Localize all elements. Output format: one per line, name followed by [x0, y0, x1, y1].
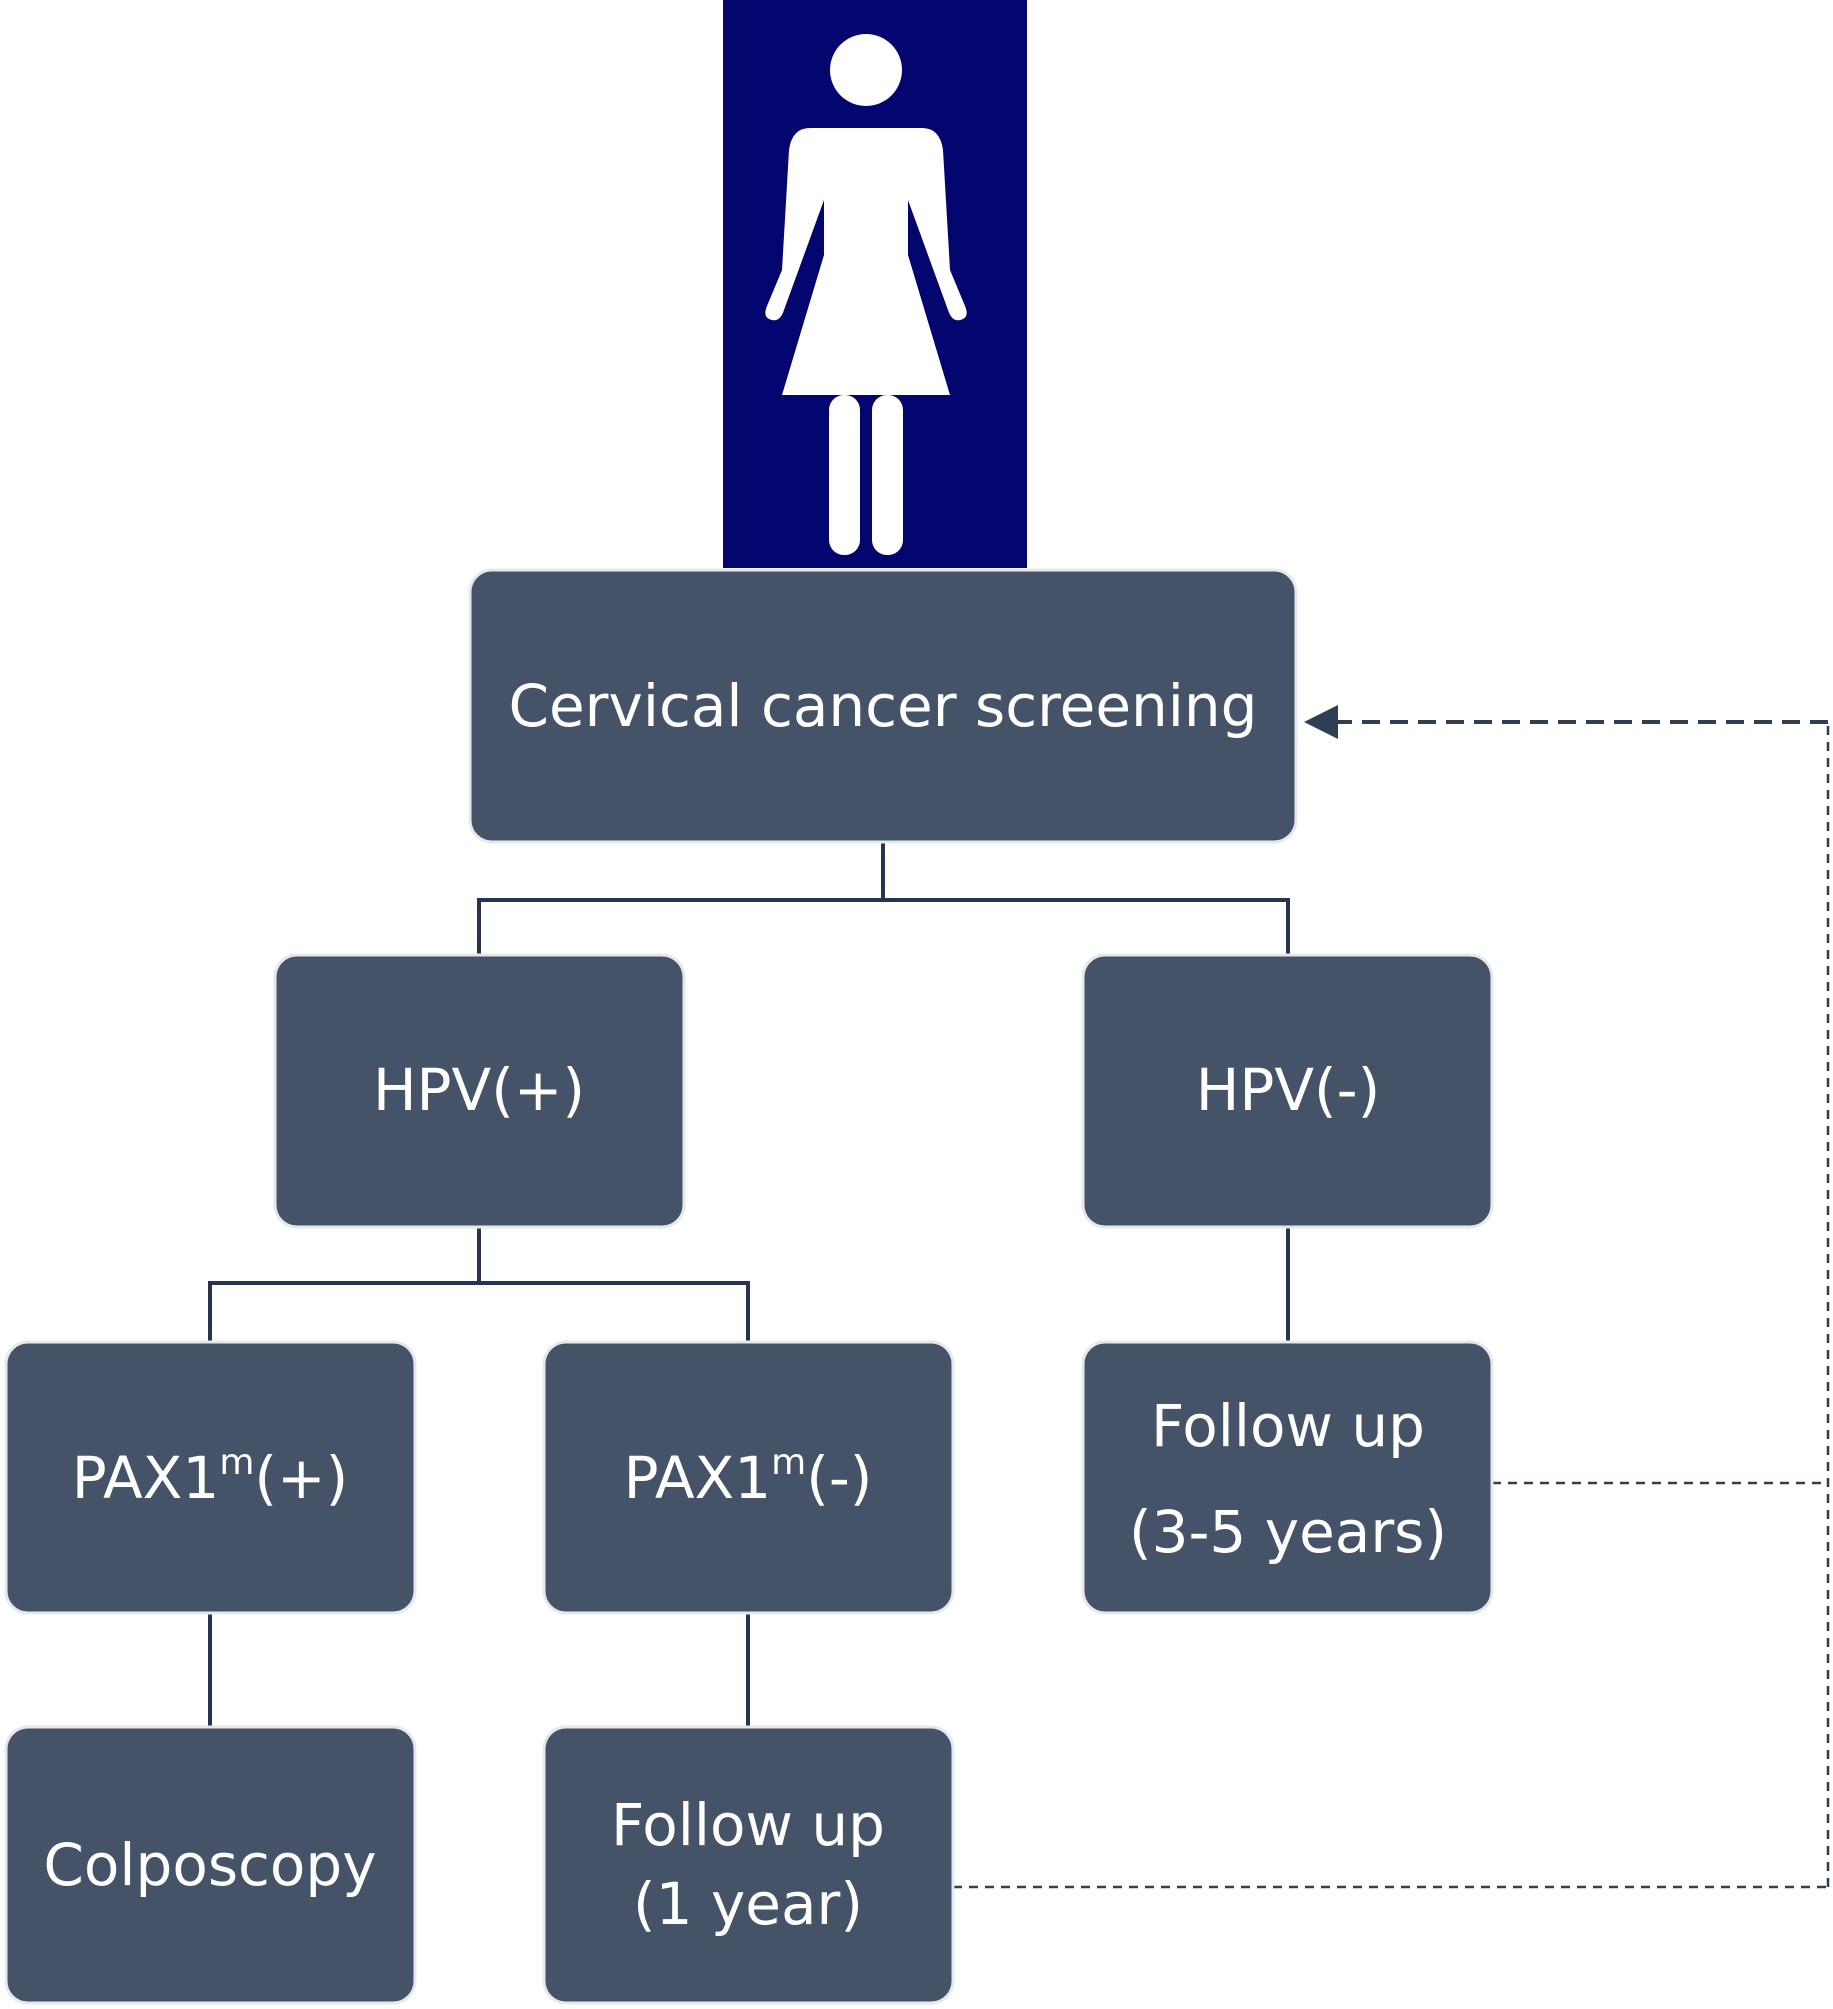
node-hpv-negative: HPV(-)	[1081, 953, 1494, 1229]
node-colposcopy: Colposcopy	[4, 1725, 417, 2005]
woman-figure-panel	[723, 0, 1027, 568]
tree-connectors	[208, 842, 1290, 1727]
node-hpv-positive-label: HPV(+)	[373, 1056, 585, 1124]
node-screening-label: Cervical cancer screening	[509, 672, 1258, 740]
node-colposcopy-label: Colposcopy	[43, 1831, 376, 1899]
feedback-arrow-icon	[1304, 705, 1338, 739]
node-hpv-negative-label: HPV(-)	[1196, 1056, 1380, 1124]
node-pax1-negative: PAX1m(-)	[542, 1340, 955, 1615]
pax1-positive-superscript: m	[219, 1442, 254, 1483]
node-pax1-negative-label: PAX1m(-)	[624, 1442, 873, 1512]
node-followup-long: Follow up (3-5 years)	[1081, 1340, 1494, 1615]
node-followup-long-line1: Follow up	[1151, 1392, 1425, 1460]
node-pax1-positive: PAX1m(+)	[4, 1340, 417, 1615]
node-followup-short: Follow up (1 year)	[542, 1725, 955, 2005]
pax1-positive-suffix: (+)	[254, 1444, 348, 1512]
connector-hpv-pos-to-pax1	[208, 1227, 750, 1342]
connector-screening-to-hpv	[477, 842, 1290, 955]
node-hpv-positive: HPV(+)	[273, 953, 686, 1229]
pax1-negative-suffix: (-)	[806, 1444, 872, 1512]
node-followup-short-line2: (1 year)	[633, 1870, 863, 1938]
pax1-negative-base: PAX1	[624, 1444, 772, 1512]
node-followup-short-line1: Follow up	[611, 1791, 885, 1859]
node-screening: Cervical cancer screening	[468, 568, 1298, 844]
node-pax1-positive-label: PAX1m(+)	[72, 1442, 349, 1512]
pax1-negative-superscript: m	[771, 1442, 806, 1483]
node-followup-long-line2: (3-5 years)	[1129, 1498, 1447, 1566]
feedback-loop	[953, 705, 1830, 1889]
pax1-positive-base: PAX1	[72, 1444, 220, 1512]
woman-figure-icon	[765, 34, 967, 555]
